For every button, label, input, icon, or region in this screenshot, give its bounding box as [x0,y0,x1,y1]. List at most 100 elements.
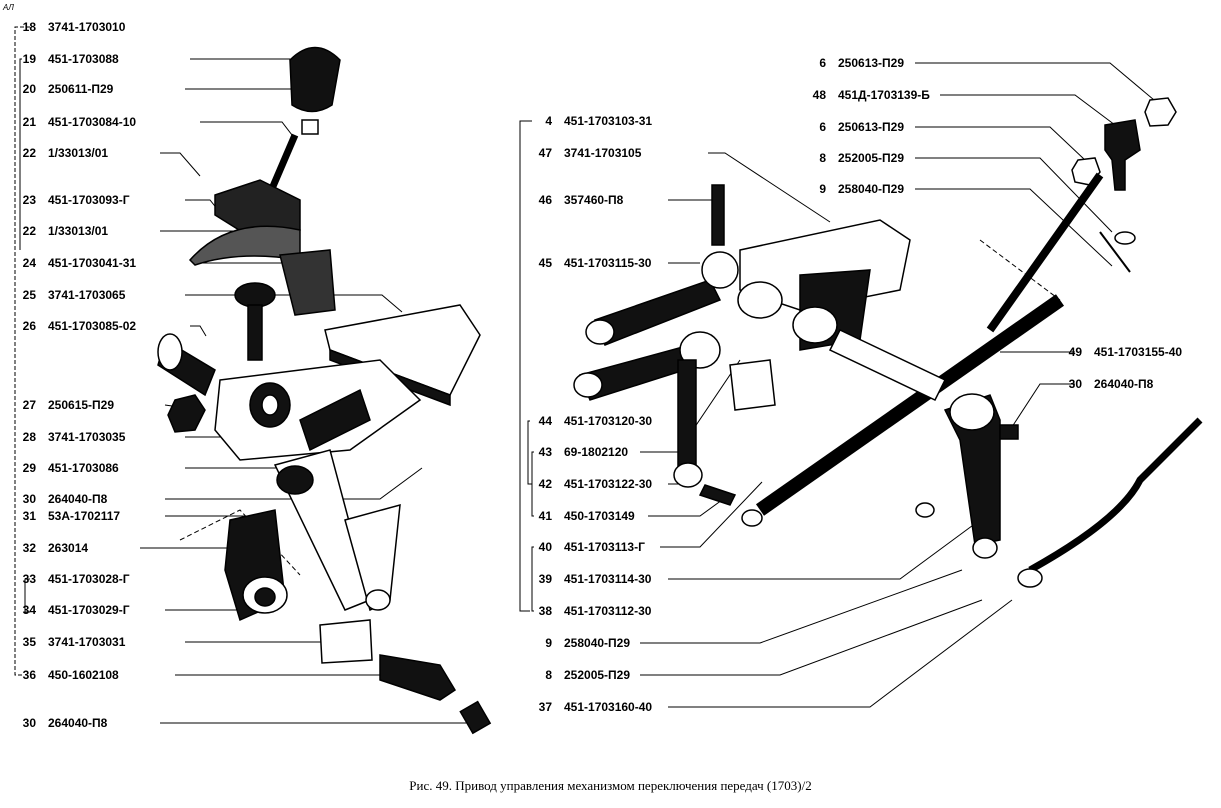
part-number: 264040-П8 [48,716,108,730]
callout-4: 4 451-1703103-31 [530,114,652,128]
part-number: 250615-П29 [48,398,115,412]
callout-38: 38 451-1703112-30 [530,604,652,618]
part-number: 451-1703029-Г [48,603,130,617]
callout-number: 29 [22,461,36,475]
callout-number: 49 [1068,345,1082,359]
callout-43: 43 69-1802120 [530,445,628,459]
part-number: 450-1602108 [48,668,119,682]
callout-number: 44 [538,414,552,428]
leader-lines [14,26,1161,724]
callout-number: 20 [22,82,36,96]
callout-9: 9 258040-П29 [530,636,630,650]
part-number: 250613-П29 [838,120,905,134]
callout-number: 32 [22,541,36,555]
callout-number: 27 [22,398,36,412]
callout-number: 8 [819,151,826,165]
callout-number: 38 [538,604,552,618]
part-number: 252005-П29 [564,668,631,682]
callout-number: 37 [538,700,552,714]
part-number: 451-1703112-30 [564,604,652,618]
part-number: 264040-П8 [48,492,108,506]
corner-mark: АЛ [3,3,14,12]
callout-number: 40 [538,540,552,554]
part-number: 451-1703103-31 [564,114,653,128]
callout-30: 30 264040-П8 [14,492,108,506]
part-number: 451-1703093-Г [48,193,130,207]
part-number: 252005-П29 [838,151,905,165]
part-number: 3741-1703031 [48,635,126,649]
part-number: 3741-1703065 [48,288,126,302]
part-number: 69-1802120 [564,445,629,459]
callout-25: 25 3741-1703065 [14,288,126,302]
part-number: 451-1703084-10 [48,115,137,129]
part-number: 250613-П29 [838,56,905,70]
part-number: 3741-1703035 [48,430,126,444]
callout-number: 8 [545,668,552,682]
part-number: 263014 [48,541,89,555]
callout-number: 42 [538,477,552,491]
callout-42: 42 451-1703122-30 [530,477,652,491]
callout-22: 22 1/33013/01 [14,146,108,160]
callout-number: 34 [22,603,36,617]
callout-35: 35 3741-1703031 [14,635,126,649]
callout-34: 34 451-1703029-Г [14,603,130,617]
part-number: 451-1703122-30 [564,477,653,491]
part-number: 357460-П8 [564,193,624,207]
callout-8b: 8 252005-П29 [804,151,904,165]
callout-46: 46 357460-П8 [530,193,624,207]
callout-number: 36 [22,668,36,682]
callout-number: 9 [545,636,552,650]
part-shapes [157,46,1203,735]
callout-number: 39 [538,572,552,586]
callout-number: 21 [22,115,36,129]
callout-number: 9 [819,182,826,196]
part-number: 258040-П29 [564,636,631,650]
callout-number: 43 [538,445,552,459]
part-number: 250611-П29 [48,82,114,96]
part-number: 451Д-1703139-Б [838,88,930,102]
callout-21: 21 451-1703084-10 [14,115,136,129]
callout-9b: 9 258040-П29 [804,182,904,196]
callout-number: 4 [545,114,552,128]
callout-number: 35 [22,635,36,649]
part-number: 1/33013/01 [48,146,109,160]
callout-number: 24 [22,256,36,270]
callout-48: 48 451Д-1703139-Б [804,88,930,102]
callout-number: 30 [1068,377,1082,391]
callout-40: 40 451-1703113-Г [530,540,645,554]
callout-number: 22 [22,146,36,160]
callout-37: 37 451-1703160-40 [530,700,652,714]
figure-caption: Рис. 49. Привод управления механизмом пе… [409,778,812,793]
callout-number: 48 [812,88,826,102]
part-number: 451-1703088 [48,52,119,66]
part-number: 451-1703113-Г [564,540,645,554]
callout-number: 31 [22,509,36,523]
part-number: 451-1703115-30 [564,256,652,270]
callout-number: 46 [538,193,552,207]
part-number: 1/33013/01 [48,224,109,238]
callout-number: 26 [22,319,36,333]
part-number: 451-1703160-40 [564,700,653,714]
callout-24: 24 451-1703041-31 [14,256,136,270]
callout-number: 30 [22,492,36,506]
part-number: 451-1703041-31 [48,256,137,270]
callout-20: 20 250611-П29 [14,82,114,96]
part-number: 258040-П29 [838,182,905,196]
callout-number: 25 [22,288,36,302]
